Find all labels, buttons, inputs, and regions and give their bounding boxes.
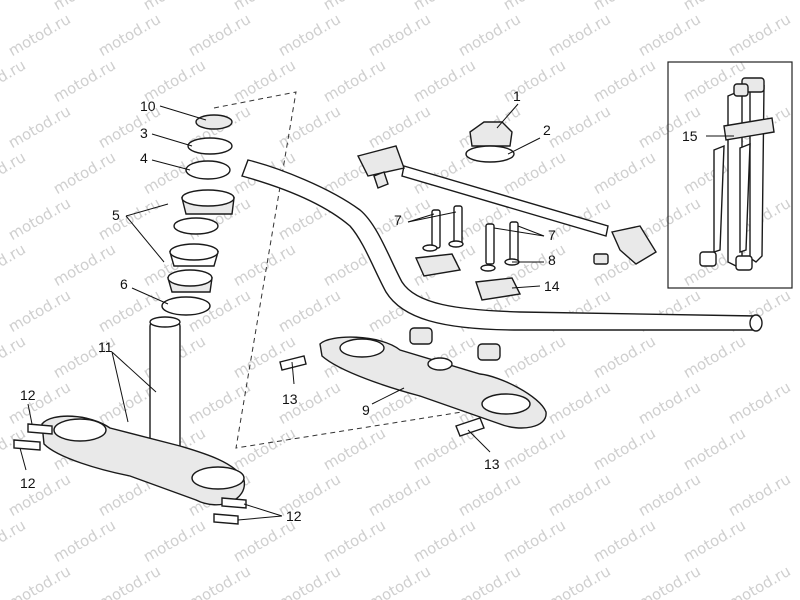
front-fork-assembly (699, 77, 775, 271)
callout-9: 9 (362, 402, 370, 418)
callout-6: 6 (120, 276, 128, 292)
callout-4: 4 (140, 150, 148, 166)
handlebar (241, 159, 757, 331)
callout-12-bottom-right: 12 (286, 508, 302, 524)
callout-2: 2 (543, 122, 551, 138)
lower-clamp-bore-left (53, 418, 107, 442)
upper-clamp-mount-right (477, 343, 501, 361)
clamp-bolt-right (593, 253, 609, 265)
callout-12-top-left: 12 (20, 387, 36, 403)
callout-7-right: 7 (548, 227, 556, 243)
steering-stem-top (149, 316, 181, 328)
callout-7-left: 7 (394, 212, 402, 228)
steering-bearing-stack (161, 114, 235, 316)
callout-10: 10 (140, 98, 156, 114)
callout-15: 15 (682, 128, 698, 144)
control-rod (401, 165, 609, 237)
inset-frame (667, 61, 793, 289)
pinch-bolts-12 (13, 423, 247, 525)
callout-13-lower: 13 (484, 456, 500, 472)
bolt-13-upper (279, 355, 307, 371)
steering-stem (149, 321, 181, 455)
upper-clamp-bore-right (481, 393, 531, 415)
callout-14: 14 (544, 278, 560, 294)
callout-5: 5 (112, 207, 120, 223)
washer (465, 145, 515, 163)
callout-13-upper: 13 (282, 391, 298, 407)
left-clamp (356, 145, 405, 177)
upper-clamp-bore-left (339, 338, 385, 358)
callout-3: 3 (140, 125, 148, 141)
alignment-dashed-line (213, 91, 463, 449)
callout-11: 11 (98, 339, 113, 355)
bolt-13-lower (455, 417, 485, 437)
clamp-bolt-left (373, 171, 389, 189)
right-clamp (611, 225, 657, 265)
upper-clamp-center-bore (427, 357, 453, 371)
callout-1: 1 (513, 88, 521, 104)
handlebar-end (749, 314, 763, 332)
upper-clamp-mount-left (409, 327, 433, 345)
handlebar-clamp-upper-left (414, 253, 462, 277)
handlebar-clamp-upper-right (475, 277, 522, 301)
lower-clamp-bore-right (191, 466, 245, 490)
clamp-bolts (422, 205, 520, 272)
callout-8: 8 (548, 252, 556, 268)
leader-lines (19, 103, 734, 521)
cap-nut (469, 121, 513, 147)
callout-12-bottom-left: 12 (20, 475, 36, 491)
